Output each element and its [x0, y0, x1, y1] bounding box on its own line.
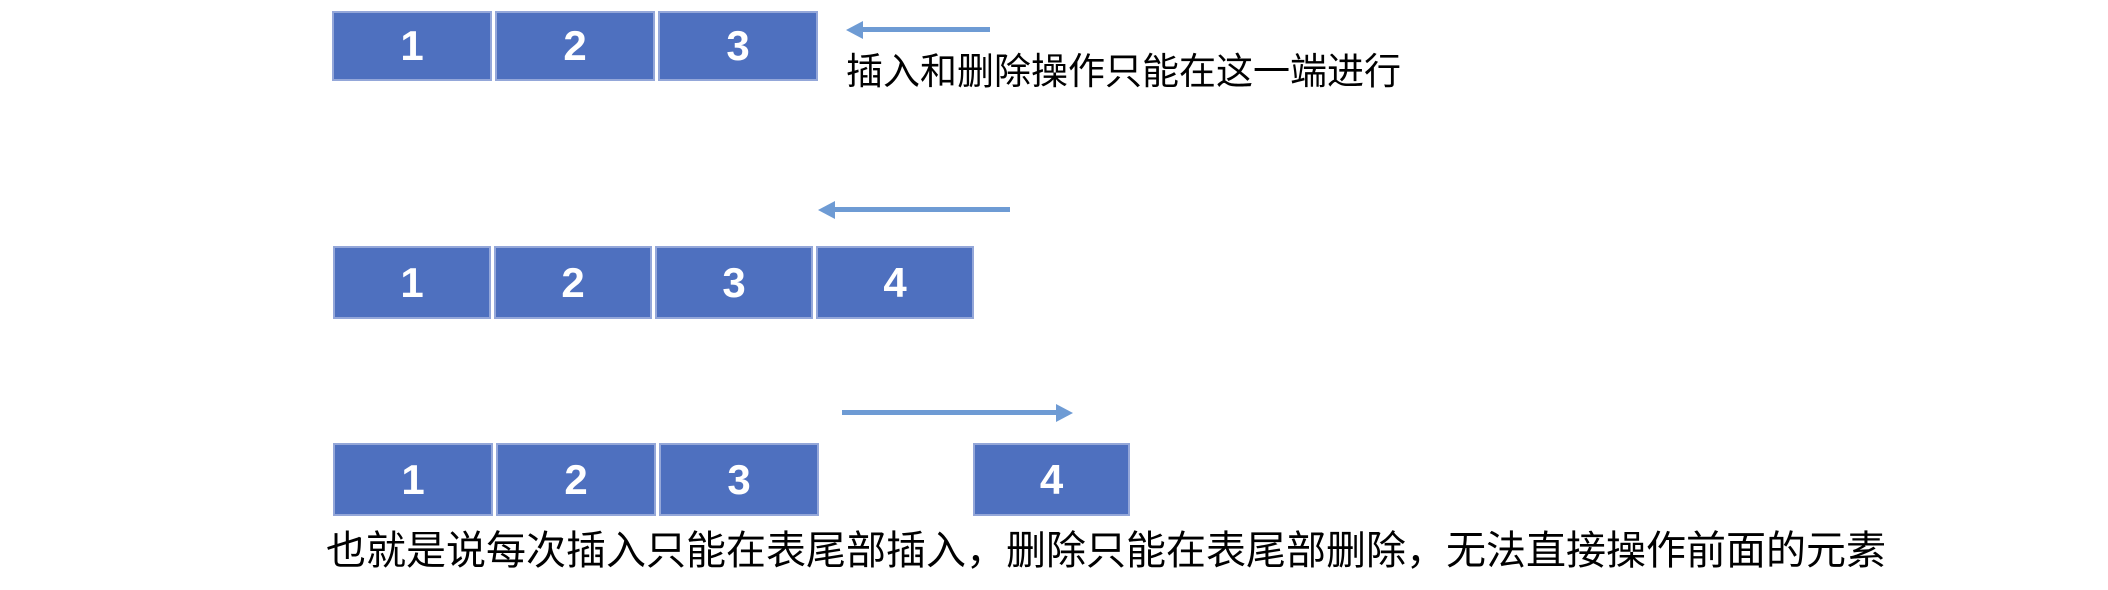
array-row-1: 1 2 3: [332, 11, 818, 81]
array-cell: 3: [659, 443, 819, 516]
arrow-shaft: [842, 410, 1058, 415]
array-cell: 3: [658, 11, 818, 81]
cell-value: 1: [400, 22, 424, 69]
left-arrow-icon: [846, 21, 990, 39]
array-cell: 4: [816, 246, 974, 319]
cell-value: 4: [1039, 455, 1064, 503]
arrow-head: [846, 21, 863, 39]
arrow-shaft: [861, 27, 990, 32]
cell-value: 1: [401, 455, 425, 503]
array-cell: 2: [495, 11, 655, 81]
cell-value: 1: [400, 258, 424, 306]
cell-value: 3: [726, 22, 750, 69]
array-cell: 3: [655, 246, 813, 319]
array-cell: 1: [333, 246, 491, 319]
cell-value: 2: [561, 258, 585, 306]
cell-value: 3: [722, 258, 746, 306]
left-arrow-icon: [818, 201, 1010, 219]
detached-cell-group: 4: [973, 443, 1130, 516]
array-row-3: 1 2 3: [333, 443, 819, 516]
cell-value: 3: [727, 455, 751, 503]
top-annotation: 插入和删除操作只能在这一端进行: [846, 51, 1401, 92]
right-arrow-icon: [842, 404, 1073, 422]
bottom-annotation: 也就是说每次插入只能在表尾部插入，删除只能在表尾部删除，无法直接操作前面的元素: [326, 529, 1886, 573]
arrow-head: [818, 201, 835, 219]
array-row-2: 1 2 3 4: [333, 246, 974, 319]
array-cell-detached: 4: [973, 443, 1130, 516]
array-cell: 2: [494, 246, 652, 319]
cell-value: 2: [563, 22, 587, 69]
array-cell: 1: [333, 443, 493, 516]
arrow-head: [1056, 404, 1073, 422]
array-cell: 1: [332, 11, 492, 81]
arrow-shaft: [833, 207, 1010, 212]
cell-value: 4: [883, 258, 907, 306]
array-cell: 2: [496, 443, 656, 516]
cell-value: 2: [564, 455, 588, 503]
